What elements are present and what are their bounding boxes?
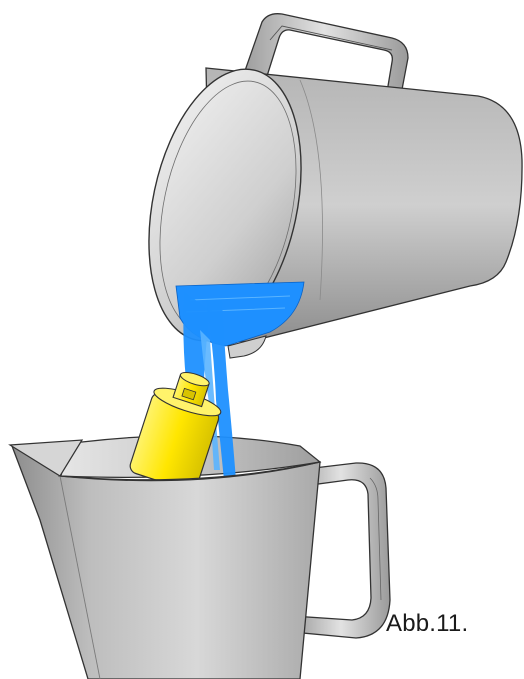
- figure-caption: Abb.11.: [386, 610, 468, 638]
